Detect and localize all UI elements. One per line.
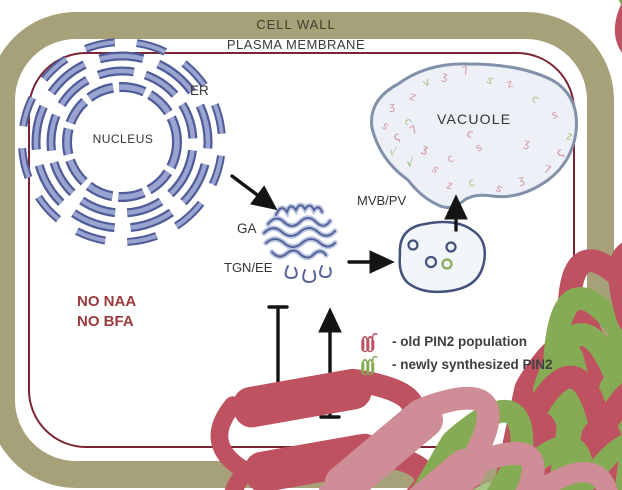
tgn-label: TGN/EE (224, 260, 273, 275)
vacuole-label: VACUOLE (437, 111, 512, 127)
pin2-old-icon (360, 332, 378, 353)
nucleus-label: NUCLEUS (92, 132, 154, 146)
pin2-new-icon (360, 355, 378, 376)
plasma-membrane-label: PLASMA MEMBRANE (226, 37, 366, 52)
cell-wall-label: CELL WALL (256, 17, 336, 32)
condition-line2: NO BFA (77, 313, 134, 330)
mvb-label: MVB/PV (357, 193, 407, 208)
condition-line1: NO NAA (77, 293, 137, 310)
er-label: ER (190, 83, 209, 98)
legend-old-label: - old PIN2 population (392, 334, 527, 349)
legend-new-label: - newly synthesized PIN2 (392, 357, 553, 372)
legend-row-new: - newly synthesized PIN2 (358, 353, 553, 376)
condition-text: NO NAA NO BFA (77, 292, 136, 332)
legend: - old PIN2 population - newly synthesize… (358, 330, 553, 376)
golgi-label: GA (237, 221, 257, 236)
legend-row-old: - old PIN2 population (358, 330, 553, 353)
